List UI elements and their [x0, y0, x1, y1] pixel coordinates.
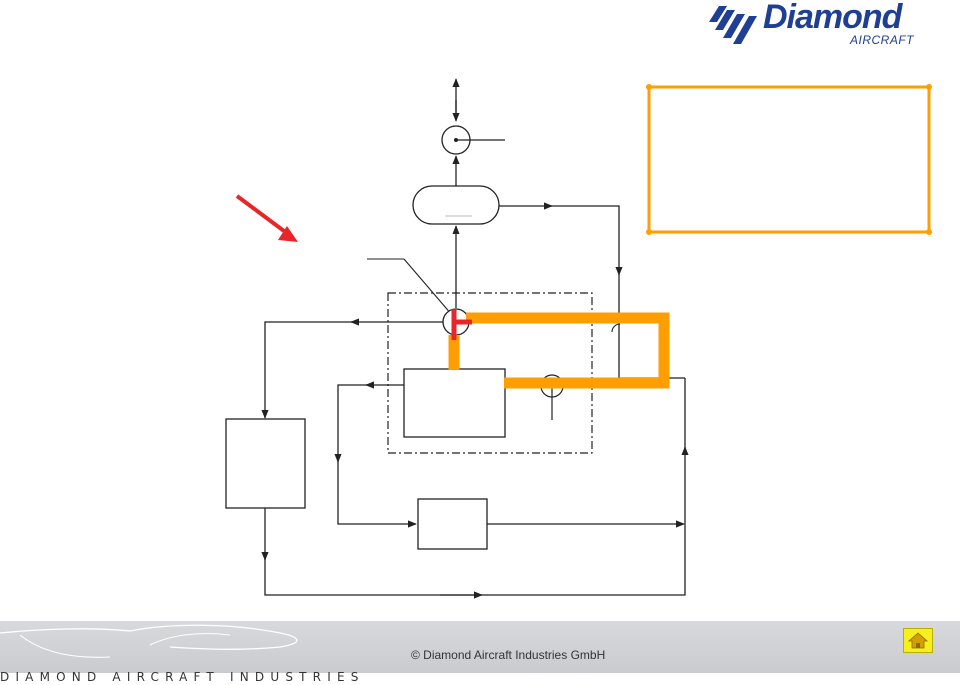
footer-band [0, 621, 960, 673]
left-outer-line [261, 321, 355, 419]
annotation-corner-tr [926, 84, 932, 90]
pump-box [403, 368, 506, 438]
red-pointer-head [278, 226, 298, 242]
highlight-flow-path [466, 312, 670, 389]
highlight-small-arc [611, 323, 621, 333]
footer-copyright: © Diamond Aircraft Industries GmbH [411, 648, 606, 662]
left-component-box [225, 418, 306, 509]
annotation-box [647, 85, 931, 234]
logo-wordmark: Diamond [763, 0, 902, 36]
to-lower-box-line [337, 458, 417, 528]
logo-subtitle: AIRCRAFT [850, 33, 914, 47]
annotation-corner-tl [646, 84, 652, 90]
reservoir-tank [412, 185, 500, 225]
dashed-housing [387, 292, 593, 454]
car-silhouette-decoration [0, 624, 298, 658]
diamond-aircraft-logo: Diamond AIRCRAFT [705, 0, 935, 50]
lower-component-box [417, 498, 488, 550]
right-column-line [548, 205, 623, 276]
footer-brand-text: DIAMOND AIRCRAFT INDUSTRIES [0, 670, 365, 684]
diamond-wing-logo-icon [709, 6, 757, 44]
red-pointer-arrow [235, 194, 286, 233]
pump-left-outer-line [334, 384, 370, 463]
home-icon [907, 632, 929, 649]
annotation-corner-bl [646, 229, 652, 235]
leader-line-diagonal [403, 258, 453, 316]
home-button[interactable] [903, 628, 933, 653]
annotation-corner-br [926, 229, 932, 235]
